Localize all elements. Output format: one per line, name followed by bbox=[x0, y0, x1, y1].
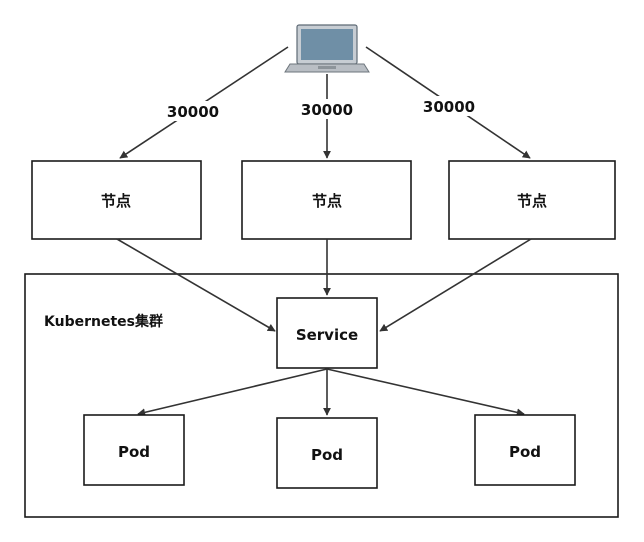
pod-box-1: Pod bbox=[83, 414, 185, 486]
pod-label: Pod bbox=[118, 443, 150, 461]
edge-service-pod-1 bbox=[137, 368, 328, 417]
port-label-1: 30000 bbox=[167, 103, 219, 121]
node-label: 节点 bbox=[517, 192, 547, 210]
node-box-3: 节点 bbox=[448, 160, 616, 240]
node-label: 节点 bbox=[101, 192, 131, 210]
service-box: Service bbox=[276, 297, 378, 369]
service-label: Service bbox=[296, 326, 358, 344]
cluster-frame bbox=[24, 273, 619, 518]
port-label-3: 30000 bbox=[423, 98, 475, 116]
cluster-label: Kubernetes集群 bbox=[44, 313, 163, 330]
laptop-icon bbox=[284, 24, 370, 73]
node-label: 节点 bbox=[312, 192, 342, 210]
node-box-1: 节点 bbox=[31, 160, 202, 240]
pod-label: Pod bbox=[509, 443, 541, 461]
edge-node-3-service bbox=[379, 238, 532, 332]
pod-box-3: Pod bbox=[474, 414, 576, 486]
pod-box-2: Pod bbox=[276, 417, 378, 489]
edge-node-1-service bbox=[116, 238, 276, 332]
node-box-2: 节点 bbox=[241, 160, 412, 240]
pod-label: Pod bbox=[311, 446, 343, 464]
port-label-2: 30000 bbox=[301, 101, 353, 119]
edge-service-pod-3 bbox=[326, 368, 525, 417]
